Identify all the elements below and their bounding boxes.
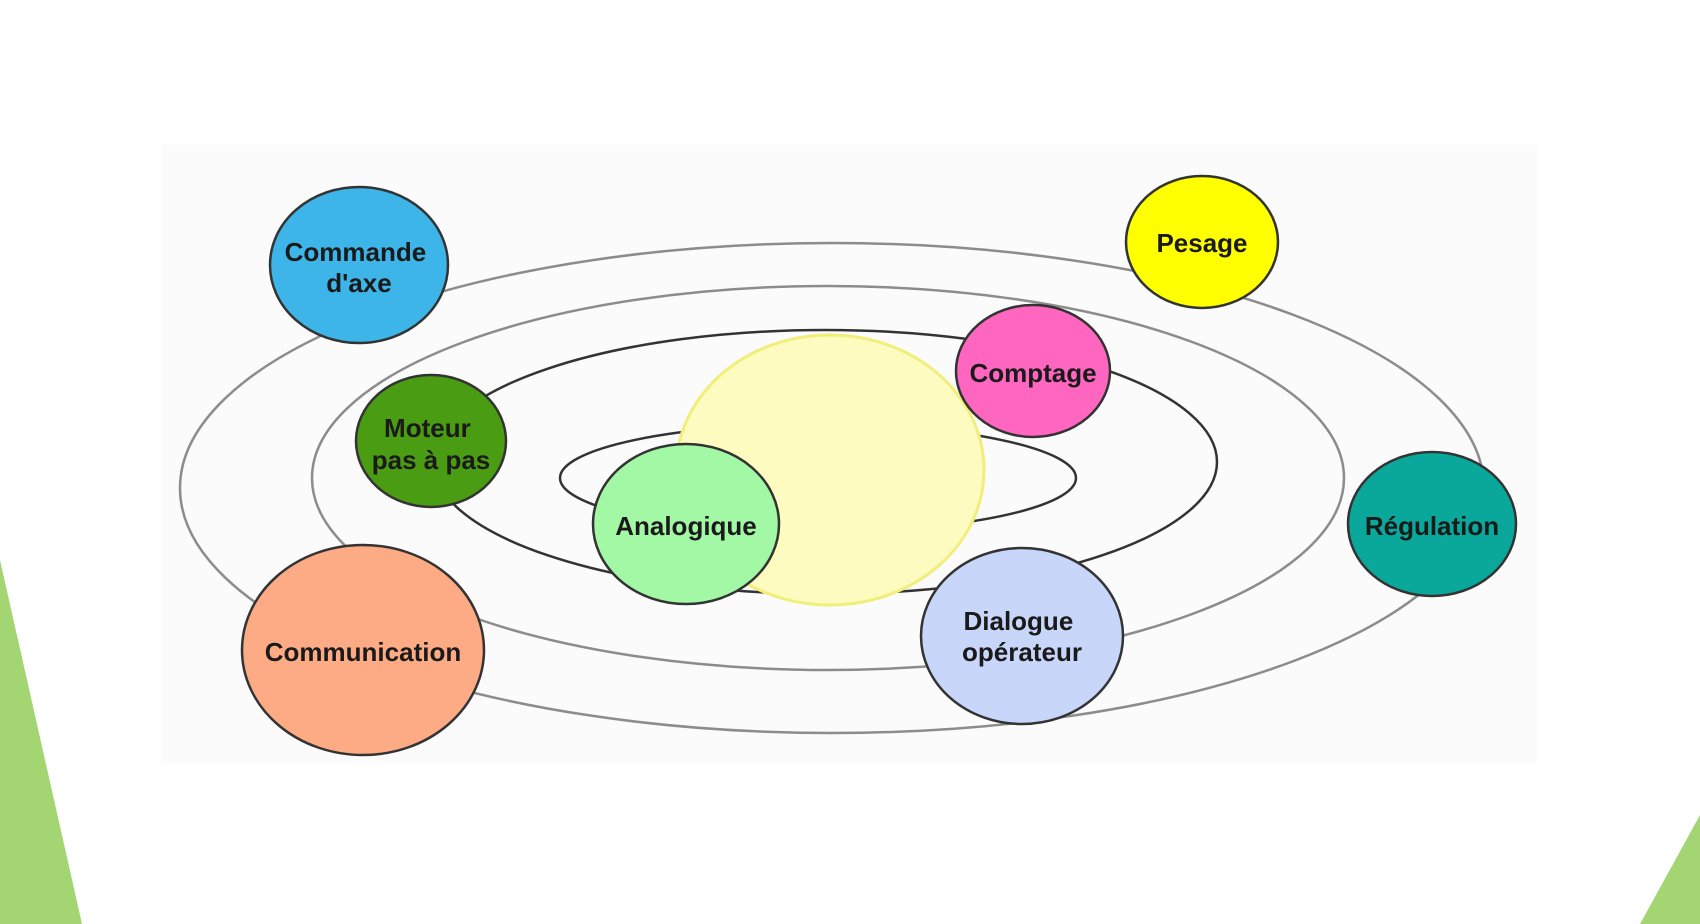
node-communication-label: Communication xyxy=(265,637,461,667)
node-comptage-circle xyxy=(954,303,1112,439)
node-regulation-circle xyxy=(1346,450,1518,598)
node-pesage: Pesage xyxy=(1124,174,1280,310)
node-pesage-circle xyxy=(1124,174,1280,310)
node-commande-axe-line-1: Commande xyxy=(285,237,427,267)
node-analogique-label: Analogique xyxy=(615,511,757,541)
node-commande-axe: Commande d'axe xyxy=(268,185,450,345)
node-communication-line-1: Communication xyxy=(265,637,461,667)
node-moteur-pas-a-pas-label: Moteur pas à pas xyxy=(372,413,491,475)
node-comptage: Comptage xyxy=(954,303,1112,439)
node-dialogue-operateur-circle xyxy=(919,546,1125,726)
left-accent-shape xyxy=(0,560,82,924)
node-moteur-pas-a-pas-line-2: pas à pas xyxy=(372,445,491,475)
node-dialogue-operateur-line-2: opérateur xyxy=(962,637,1082,667)
node-regulation-line-1: Régulation xyxy=(1365,511,1499,541)
node-analogique-circle xyxy=(591,442,781,606)
node-moteur-pas-a-pas-line-1: Moteur xyxy=(384,413,471,443)
right-accent-shape xyxy=(1640,815,1700,924)
node-analogique: Analogique xyxy=(591,442,781,606)
node-dialogue-operateur: Dialogue opérateur xyxy=(919,546,1125,726)
node-regulation-label: Régulation xyxy=(1365,511,1499,541)
node-moteur-pas-a-pas-circle xyxy=(354,373,508,509)
node-commande-axe-line-2: d'axe xyxy=(326,268,391,298)
node-dialogue-operateur-label: Dialogue opérateur xyxy=(962,606,1082,667)
node-pesage-line-1: Pesage xyxy=(1156,228,1247,258)
node-communication-circle xyxy=(240,543,486,757)
node-comptage-line-1: Comptage xyxy=(969,358,1096,388)
node-regulation: Régulation xyxy=(1346,450,1518,598)
node-analogique-line-1: Analogique xyxy=(615,511,757,541)
node-commande-axe-label: Commande d'axe xyxy=(285,237,434,298)
node-communication: Communication xyxy=(240,543,486,757)
node-pesage-label: Pesage xyxy=(1156,228,1247,258)
node-comptage-label: Comptage xyxy=(969,358,1096,388)
node-commande-axe-circle xyxy=(268,185,450,345)
node-dialogue-operateur-line-1: Dialogue xyxy=(963,606,1073,636)
orbit-second xyxy=(310,284,1346,672)
node-moteur-pas-a-pas: Moteur pas à pas xyxy=(354,373,508,509)
